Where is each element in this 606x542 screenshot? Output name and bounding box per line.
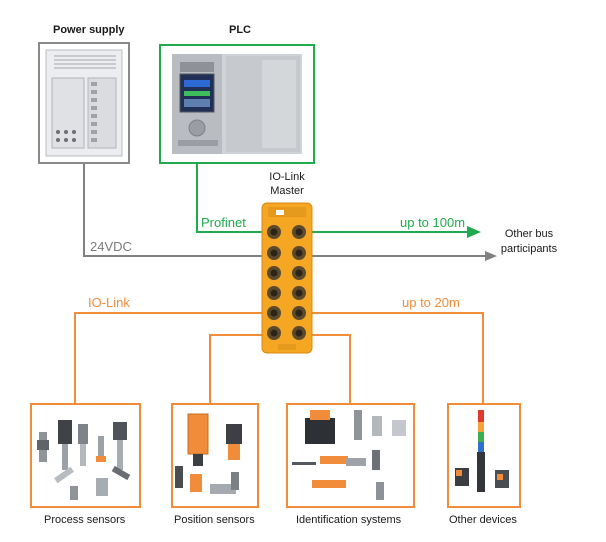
other-devices-node (447, 403, 521, 508)
iolink-label: IO-Link (88, 295, 130, 310)
identification-systems-label: Identification systems (296, 514, 402, 526)
iolink-master-label: IO-Link Master (255, 170, 319, 198)
other-bus-label-line1: Other bus (504, 228, 554, 240)
master-ports-right (292, 225, 306, 340)
position-sensors-label: Position sensors (174, 514, 255, 526)
power-supply-vents (54, 55, 116, 69)
iolink-lines (74, 312, 484, 404)
power-supply-terminals (91, 82, 97, 142)
plc-keypad (188, 119, 206, 137)
identification-systems-node (286, 403, 415, 508)
power-line (83, 163, 485, 257)
other-devices-label: Other devices (449, 514, 517, 526)
position-sensors-node (171, 403, 259, 508)
plc-label: PLC (229, 24, 251, 36)
profinet-arrow (467, 226, 481, 238)
profinet-range-label: up to 100m (400, 215, 466, 230)
power-supply-label: Power supply (53, 24, 125, 36)
iolink-master-node (261, 202, 313, 354)
process-sensors-node (30, 403, 141, 508)
plc-node (159, 44, 315, 164)
power-supply-node (38, 42, 130, 164)
iolink-master-label-line2: Master (270, 185, 304, 197)
power-voltage-label: 24VDC (90, 239, 132, 254)
power-arrow (485, 251, 497, 261)
other-bus-label: Other bus participants (493, 227, 565, 257)
master-ports-left (267, 225, 281, 340)
other-bus-label-line2: participants (500, 243, 558, 255)
process-sensors-label: Process sensors (44, 514, 126, 526)
iolink-range-label: up to 20m (402, 295, 460, 310)
profinet-label: Profinet (201, 215, 246, 230)
iolink-master-label-line1: IO-Link (269, 171, 305, 183)
profinet-line (196, 163, 468, 233)
